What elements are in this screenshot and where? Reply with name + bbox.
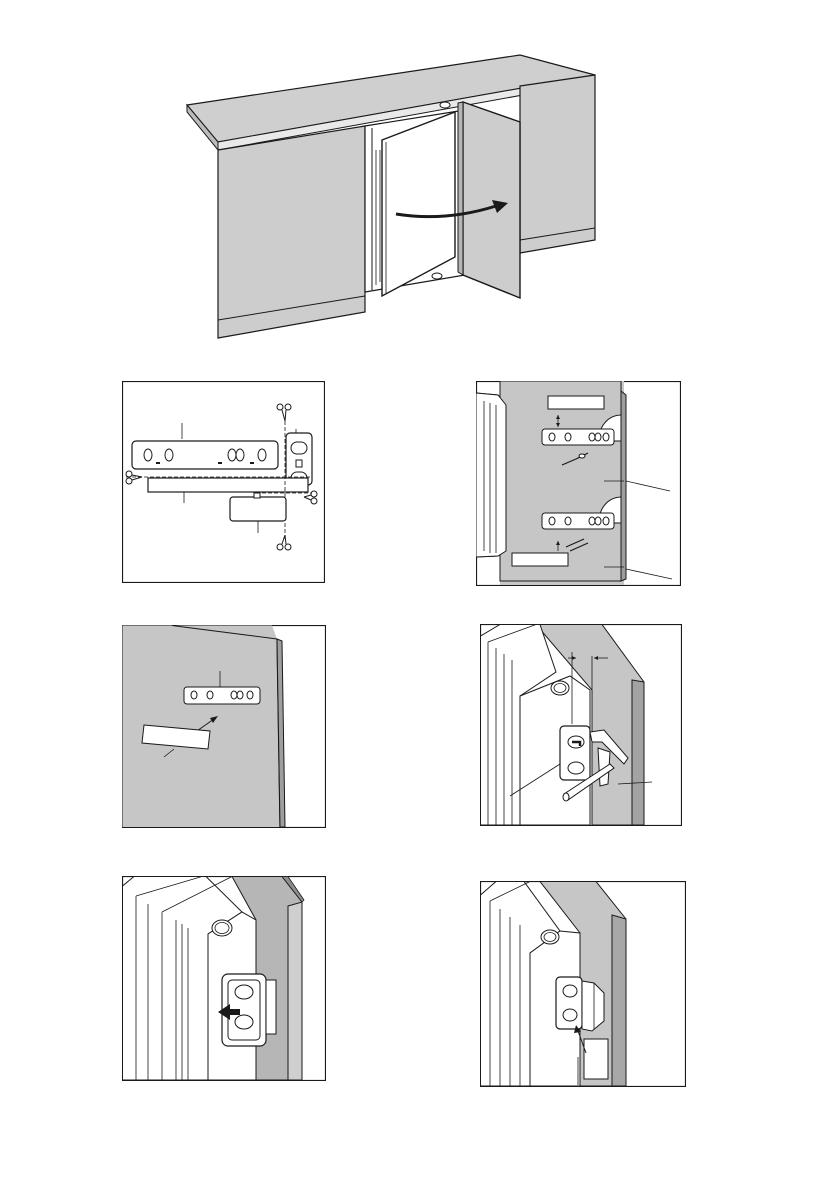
cover-label bbox=[230, 497, 286, 521]
hinge-plate-upper bbox=[542, 429, 614, 445]
lower-template-strip bbox=[148, 478, 308, 492]
figure-slide-release bbox=[122, 876, 326, 1081]
template-placement-drawing bbox=[122, 625, 326, 828]
hinge-plate-lower bbox=[542, 513, 614, 529]
furniture-door bbox=[463, 102, 520, 298]
door-panel bbox=[500, 381, 621, 581]
hinge-plate-positioning-drawing bbox=[476, 381, 681, 586]
right-cabinet bbox=[520, 75, 595, 253]
left-cabinet bbox=[218, 126, 365, 338]
slide-release-drawing bbox=[122, 876, 326, 1081]
figure-cabinet-overview bbox=[180, 50, 600, 345]
figure-template-placement bbox=[122, 625, 326, 828]
door-gap-adjustment-drawing bbox=[480, 624, 682, 826]
figure-hinge-plate-positioning bbox=[476, 381, 681, 586]
cover-cap bbox=[584, 1039, 608, 1079]
template-cutting-drawing bbox=[122, 381, 325, 583]
cover-cap-fitting-drawing bbox=[480, 881, 686, 1087]
top-label-box bbox=[548, 396, 604, 409]
figure-template-cutting bbox=[122, 381, 325, 583]
hinge-plate-template bbox=[132, 441, 278, 469]
figure-door-gap-adjustment bbox=[480, 624, 682, 826]
appliance-foot bbox=[432, 273, 442, 279]
figure-cover-cap-fitting bbox=[480, 881, 686, 1087]
cabinet-overview-drawing bbox=[180, 50, 600, 345]
hinge-top bbox=[440, 102, 450, 108]
bottom-label-box bbox=[512, 553, 568, 566]
